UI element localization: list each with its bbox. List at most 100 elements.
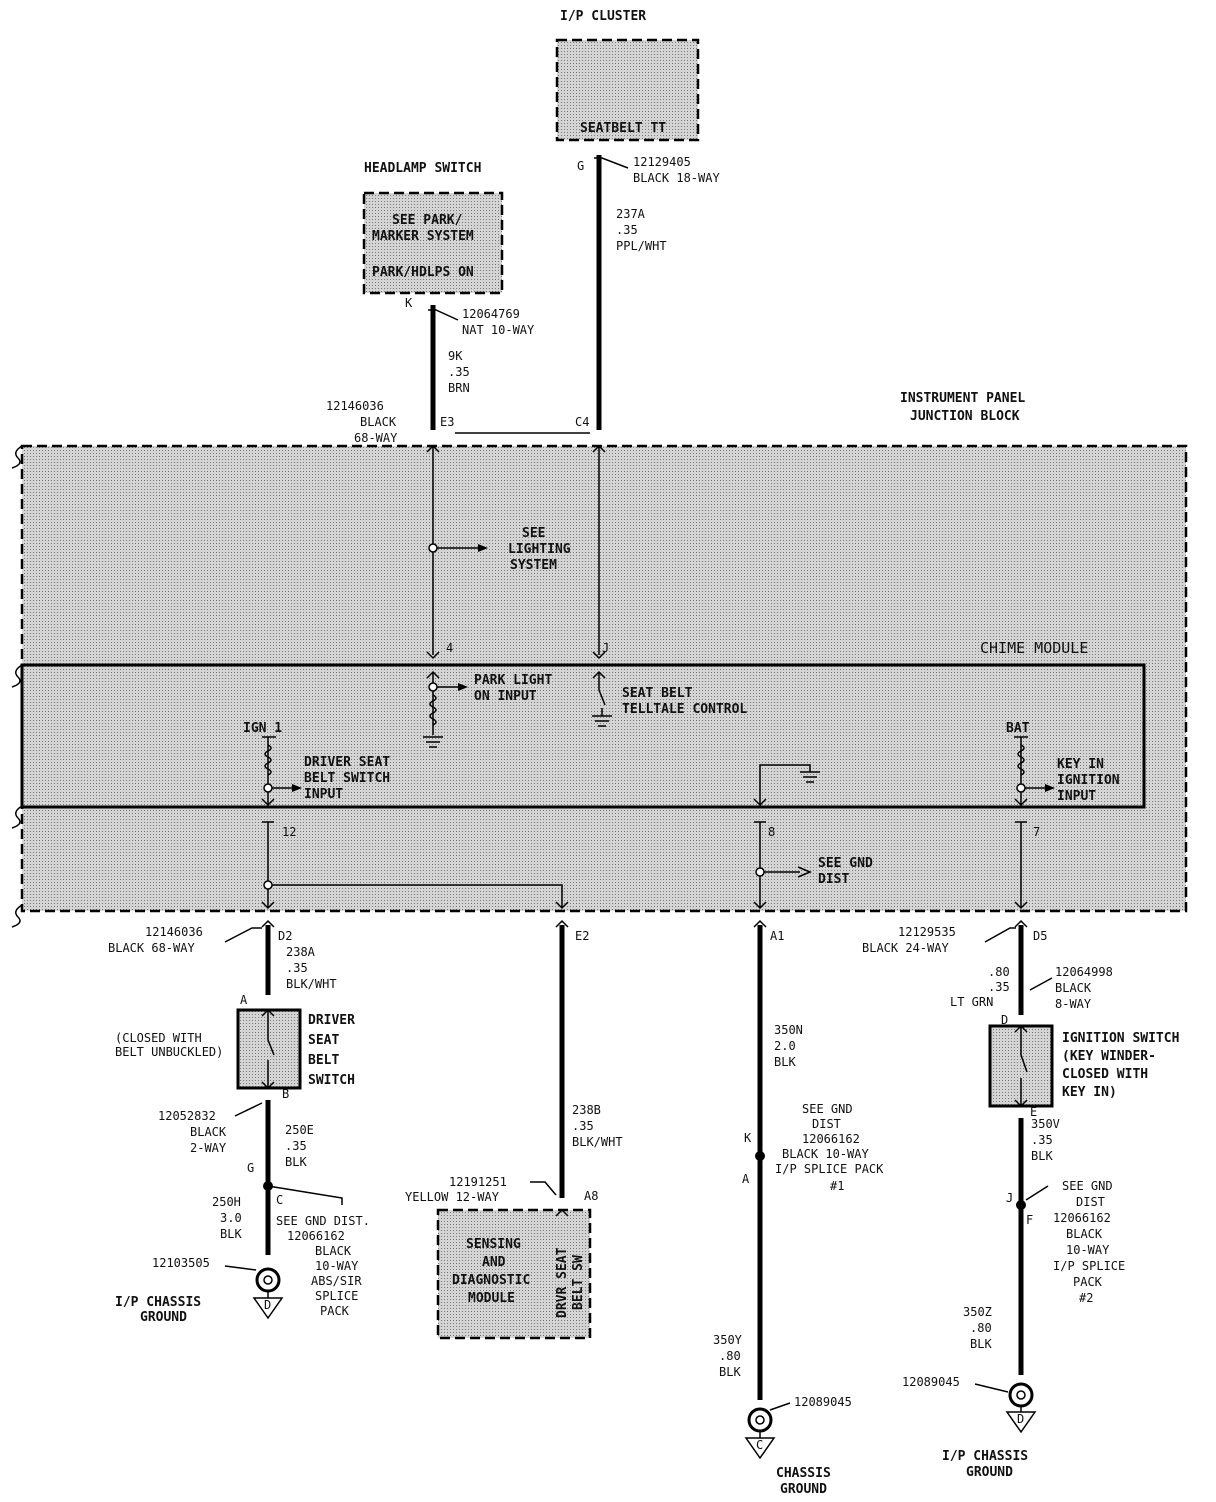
pin-12: 12 <box>282 825 296 839</box>
lb-gnd-line-1: SEE GND <box>818 856 873 871</box>
junction-title-2: JUNCTION BLOCK <box>910 409 1020 424</box>
wire-250h-color: BLK <box>220 1227 242 1241</box>
driver-input-line-1: DRIVER SEAT <box>304 755 390 770</box>
wire-237a-color: PPL/WHT <box>616 239 667 253</box>
ip-cluster-box <box>555 38 700 142</box>
ign-pin-d: D <box>1001 1013 1008 1027</box>
sdm-pin-arrow <box>555 1208 569 1217</box>
wire-9k-color: BRN <box>448 381 470 395</box>
pin-7: 7 <box>1033 825 1040 839</box>
ign-splice-5: 10-WAY <box>1066 1243 1110 1257</box>
lb-arrows-left <box>261 901 569 910</box>
key-input-node <box>1016 783 1026 793</box>
lighting-line-3: SYSTEM <box>510 558 557 573</box>
bottom-connectors: 12146036 BLACK 68-WAY D2 E2 A1 12129535 … <box>108 919 1047 955</box>
top-conn-desc-2: 68-WAY <box>354 431 398 445</box>
sdm-label-4: MODULE <box>468 1291 515 1306</box>
lb-arrow-8 <box>753 901 767 910</box>
seatbelt-ground <box>592 715 612 727</box>
driver-splice-4: 10-WAY <box>315 1259 359 1273</box>
mid-splice-4: BLACK 10-WAY <box>782 1147 869 1161</box>
break-mark-1 <box>11 445 23 469</box>
driver-note-1: (CLOSED WITH <box>115 1031 202 1045</box>
break-mark-2 <box>11 664 23 688</box>
seatbelt-line-1: SEAT BELT <box>622 686 693 701</box>
gnd-loop <box>759 764 811 805</box>
ign-pin-j: J <box>1006 1191 1013 1205</box>
park-light-ground <box>423 736 443 748</box>
mid-splice-6: #1 <box>830 1179 844 1193</box>
driver-label-2: SEAT <box>308 1033 339 1048</box>
wire-250e-circuit: 250E <box>285 1123 314 1137</box>
wire-238a-gauge: .35 <box>286 961 308 975</box>
wire-237a-gauge: .35 <box>616 223 638 237</box>
bottom-right-leader <box>984 927 1016 943</box>
ign-ground-symbol <box>1005 1411 1037 1434</box>
bottom-right-desc: BLACK 24-WAY <box>862 941 949 955</box>
sdm-side-1: DRVR SEAT <box>555 1247 570 1318</box>
headlamp-leader <box>428 309 459 321</box>
ign-conn-3: 8-WAY <box>1055 997 1092 1011</box>
wire-350v-circuit: 350V <box>1031 1117 1060 1131</box>
sdm-side-2: BELT SW <box>571 1255 586 1310</box>
bottom-left-desc: BLACK 68-WAY <box>108 941 195 955</box>
jb-mid-arrows <box>426 651 606 660</box>
lighting-line-2: LIGHTING <box>508 542 571 557</box>
pin-e2: E2 <box>575 929 589 943</box>
ign-resistor <box>264 744 272 776</box>
mid-ground-1: CHASSIS <box>776 1466 831 1481</box>
lb-arrow-7 <box>1014 901 1028 910</box>
jb-lighting-arrow <box>478 544 488 552</box>
driver-splice-6: SPLICE <box>315 1289 358 1303</box>
sdm-box <box>436 1208 592 1340</box>
ip-cluster-conn-part: 12129405 <box>633 155 691 169</box>
bat-label: BAT <box>1006 721 1030 736</box>
ign-splice-1: SEE GND <box>1062 1179 1113 1193</box>
pin-4: 4 <box>446 641 453 655</box>
mid-splice-1: SEE GND <box>802 1102 853 1116</box>
ign-label-4: KEY IN) <box>1062 1085 1117 1100</box>
wire-9k-gauge: .35 <box>448 365 470 379</box>
ign-ground-eyelet-hole <box>1016 1390 1026 1400</box>
sdm-label-3: DIAGNOSTIC <box>452 1273 530 1288</box>
ign-ground-leader <box>974 1383 1009 1393</box>
ign-splice-4: BLACK <box>1066 1227 1103 1241</box>
driver-input-line-3: INPUT <box>304 787 343 802</box>
driver-splice-1: SEE GND DIST. <box>276 1214 370 1228</box>
pin-e3: E3 <box>440 415 454 429</box>
ignition-switch-symbol <box>1014 1024 1028 1108</box>
wire-250h-circuit: 250H <box>212 1195 241 1209</box>
mid-ground-symbol <box>744 1437 776 1460</box>
bat-resistor <box>1017 744 1025 776</box>
gnd-arrow <box>753 798 767 807</box>
chime-title: CHIME MODULE <box>980 639 1088 657</box>
wire-237a-circuit: 237A <box>616 207 646 221</box>
sdm-label-1: SENSING <box>466 1237 521 1252</box>
ip-cluster: I/P CLUSTER SEATBELT TT G 12129405 BLACK… <box>555 9 720 430</box>
driver-pin-a: A <box>240 993 248 1007</box>
headlamp-line-2: MARKER SYSTEM <box>372 229 474 244</box>
pin-a1: A1 <box>770 929 784 943</box>
wire-250e-color: BLK <box>285 1155 307 1169</box>
sdm-conn-desc: YELLOW 12-WAY <box>405 1190 500 1204</box>
ign-label-2: (KEY WINDER- <box>1062 1049 1156 1064</box>
ign-pin-e: E <box>1030 1105 1037 1119</box>
wire-238b-gauge: .35 <box>572 1119 594 1133</box>
driver-ground-eyelet-hole <box>263 1275 273 1285</box>
junction-title-1: INSTRUMENT PANEL <box>900 391 1025 406</box>
lb-splice-node <box>263 880 273 890</box>
mid-splice-2: DIST <box>812 1117 841 1131</box>
ign-ground-2: GROUND <box>966 1465 1013 1480</box>
wire-350z-color: BLK <box>970 1337 992 1351</box>
headlamp-label: PARK/HDLPS ON <box>372 265 474 280</box>
driver-splice-2: 12066162 <box>287 1229 345 1243</box>
park-light-line-1: PARK LIGHT <box>474 673 552 688</box>
pin-c4: C4 <box>575 415 589 429</box>
wire-238b-color: BLK/WHT <box>572 1135 623 1149</box>
ign-ground-part: 12089045 <box>902 1375 960 1389</box>
driver-conn-leader <box>234 1102 263 1117</box>
ign-conn-leader <box>1029 977 1053 991</box>
ip-cluster-label: SEATBELT TT <box>580 121 666 136</box>
driver-switch-box <box>236 1008 302 1090</box>
